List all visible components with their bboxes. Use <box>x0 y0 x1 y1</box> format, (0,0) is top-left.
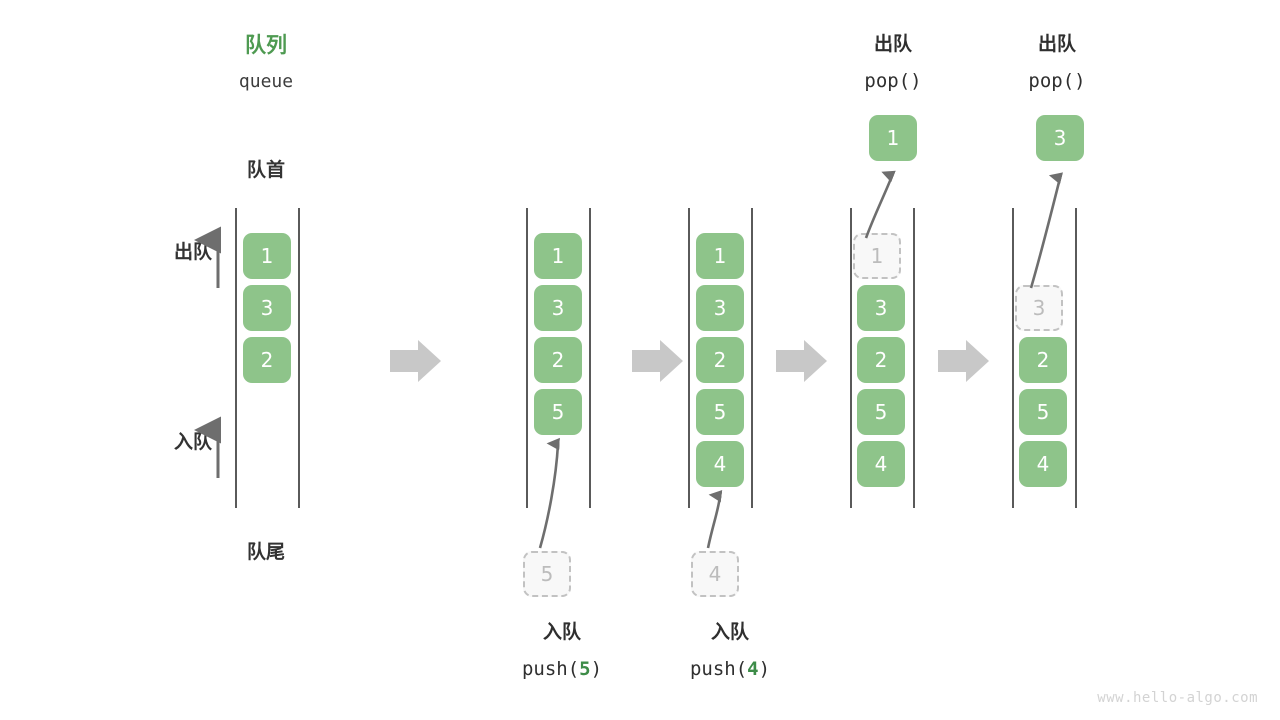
operation-label-code: pop() <box>982 69 1132 93</box>
queue-cell: 5 <box>1019 389 1067 435</box>
queue-cell: 4 <box>857 441 905 487</box>
watermark: www.hello-algo.com <box>1097 690 1258 706</box>
queue-cell: 1 <box>696 233 744 279</box>
enqueue-direction-label: 入队 <box>173 432 212 453</box>
operation-label-cn: 出队 <box>1037 34 1076 55</box>
flow-arrow <box>776 340 827 382</box>
queue-cell-removed: 1 <box>853 233 901 279</box>
operation-code-prefix: push( <box>521 658 580 680</box>
popped-cell: 1 <box>869 115 917 161</box>
queue-cell: 2 <box>1019 337 1067 383</box>
queue-head-label: 队首 <box>246 160 285 181</box>
dequeue-direction-label: 出队 <box>173 242 212 263</box>
operation-code-arg: 4 <box>747 658 759 680</box>
operation-code-prefix: pop( <box>864 70 911 92</box>
operation-code-suffix: ) <box>910 70 922 92</box>
queue-cell: 1 <box>534 233 582 279</box>
queue-rail-left <box>688 208 690 508</box>
queue-cell: 5 <box>534 389 582 435</box>
push-arrow <box>706 490 723 549</box>
operation-label-code: push(5) <box>487 657 637 681</box>
queue-rail-right <box>1075 208 1077 508</box>
queue-cell: 4 <box>696 441 744 487</box>
flow-arrow <box>632 340 683 382</box>
operation-code-suffix: ) <box>1074 70 1086 92</box>
operation-label-cn: 出队 <box>873 34 912 55</box>
queue-cell: 3 <box>534 285 582 331</box>
queue-cell: 3 <box>696 285 744 331</box>
queue-rail-right <box>298 208 300 508</box>
push-arrow <box>538 437 560 549</box>
queue-cell: 2 <box>696 337 744 383</box>
operation-label-code: pop() <box>818 69 968 93</box>
queue-cell: 2 <box>243 337 291 383</box>
queue-title-en: queue <box>238 71 294 92</box>
incoming-cell: 4 <box>691 551 739 597</box>
pop-arrow <box>864 170 896 239</box>
queue-cell-removed: 3 <box>1015 285 1063 331</box>
queue-rail-right <box>913 208 915 508</box>
operation-code-suffix: ) <box>758 658 771 680</box>
queue-cell: 3 <box>243 285 291 331</box>
operation-code-arg: 5 <box>579 658 591 680</box>
flow-arrow <box>938 340 989 382</box>
pop-arrow <box>1029 172 1064 289</box>
queue-rail-left <box>526 208 528 508</box>
queue-rail-left <box>1012 208 1014 508</box>
operation-label-code: push(4) <box>655 657 805 681</box>
queue-rail-left <box>235 208 237 508</box>
operation-label-cn: 入队 <box>710 622 749 643</box>
flow-arrow <box>390 340 441 382</box>
queue-cell: 4 <box>1019 441 1067 487</box>
queue-rail-right <box>589 208 591 508</box>
operation-code-suffix: ) <box>590 658 603 680</box>
queue-cell: 1 <box>243 233 291 279</box>
queue-tail-label: 队尾 <box>246 542 285 563</box>
operation-label-cn: 入队 <box>542 622 581 643</box>
queue-title-cn: 队列 <box>245 34 287 57</box>
popped-cell: 3 <box>1036 115 1084 161</box>
queue-rail-right <box>751 208 753 508</box>
queue-cell: 3 <box>857 285 905 331</box>
operation-code-prefix: push( <box>689 658 748 680</box>
queue-cell: 2 <box>857 337 905 383</box>
queue-rail-left <box>850 208 852 508</box>
queue-cell: 5 <box>696 389 744 435</box>
incoming-cell: 5 <box>523 551 571 597</box>
queue-cell: 5 <box>857 389 905 435</box>
queue-cell: 2 <box>534 337 582 383</box>
operation-code-prefix: pop( <box>1028 70 1075 92</box>
